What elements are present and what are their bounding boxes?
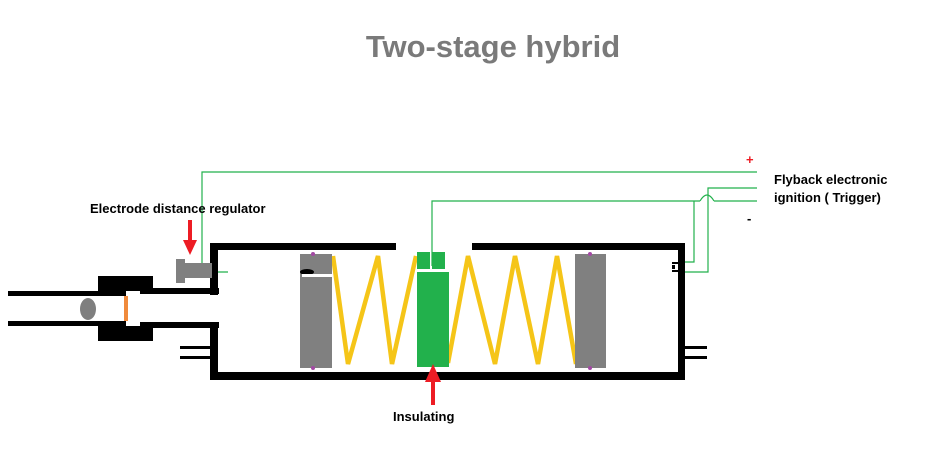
arrow-insulating <box>425 364 441 405</box>
trigger-wire <box>431 200 700 266</box>
trigger-electrode <box>672 262 681 272</box>
electrode-left <box>300 252 332 370</box>
label-insulating: Insulating <box>393 409 454 424</box>
label-flyback-line1: Flyback electronic <box>774 172 887 187</box>
positive-wire <box>201 171 757 273</box>
wire-hop <box>699 194 715 202</box>
barrel-spacer <box>124 296 128 321</box>
wiring <box>201 171 757 273</box>
barrel <box>8 276 219 341</box>
label-flyback-line2: ignition ( Trigger) <box>774 190 881 205</box>
negative-wire <box>684 187 757 273</box>
label-minus: - <box>747 211 751 226</box>
arrow-regulator <box>183 220 197 255</box>
return-drop <box>684 201 695 263</box>
label-electrode-regulator: Electrode distance regulator <box>90 201 266 216</box>
chamber-body <box>180 243 707 380</box>
spring-right <box>445 255 579 365</box>
insulating-block <box>417 252 449 367</box>
electrode-regulator <box>176 259 212 283</box>
barrel-upper-coupler <box>98 276 153 291</box>
spring-left <box>330 255 419 365</box>
label-plus: + <box>746 152 754 167</box>
diagram-title: Two-stage hybrid <box>366 29 620 64</box>
electrode-right <box>575 252 606 370</box>
barrel-lower-coupler <box>98 326 153 341</box>
projectile <box>80 298 96 320</box>
